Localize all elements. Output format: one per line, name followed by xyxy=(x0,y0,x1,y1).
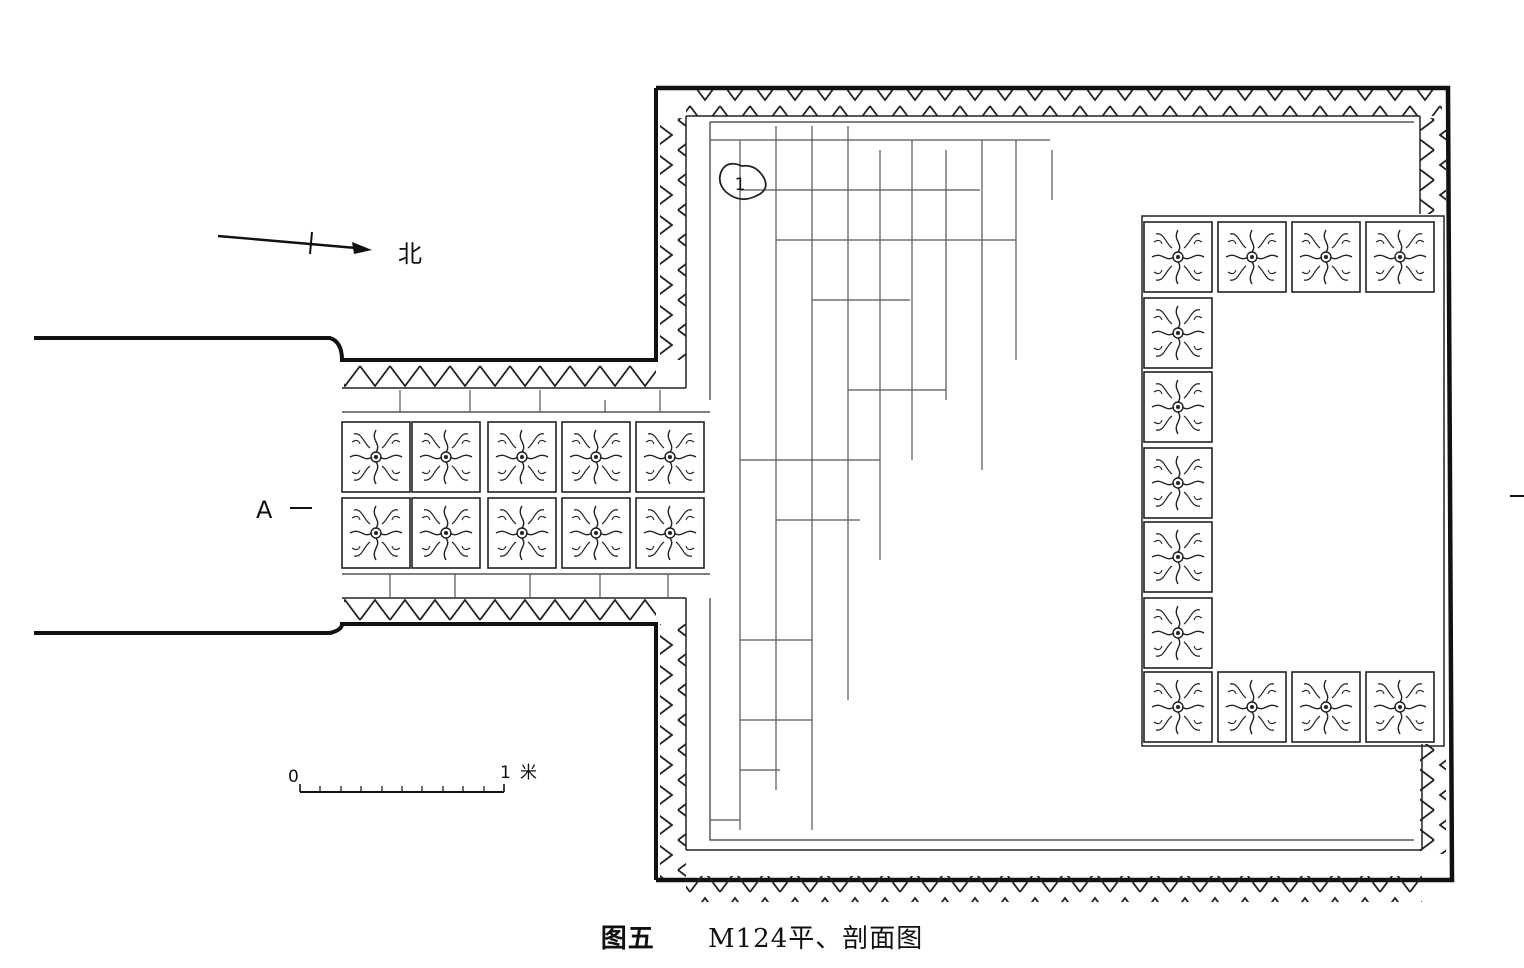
scale-end-label: 1 xyxy=(500,763,511,783)
scale-start-label: 0 xyxy=(288,767,299,787)
floor-brick-seams xyxy=(389,126,1053,830)
coffin-platform-tiles xyxy=(1141,215,1445,747)
scale-bar: 0 1 米 xyxy=(288,763,537,793)
floor-border xyxy=(342,121,1414,841)
figure-caption: 图五 M124平、剖面图 xyxy=(0,918,1524,955)
zigzag-brick-walls xyxy=(342,90,1446,902)
north-arrow: 北 xyxy=(217,231,422,268)
passage-decorated-tiles xyxy=(341,421,705,569)
entrance-ramp xyxy=(34,88,658,880)
stone-object: 1 xyxy=(718,162,767,201)
figure-title: M124平、剖面图 xyxy=(708,924,924,954)
scale-unit-label: 米 xyxy=(520,763,537,783)
section-marker-label: A xyxy=(256,496,273,524)
figure-number: 图五 xyxy=(600,924,655,954)
section-marker-a: A xyxy=(256,495,1524,524)
north-label: 北 xyxy=(398,240,422,268)
stone-object-label: 1 xyxy=(735,175,746,195)
